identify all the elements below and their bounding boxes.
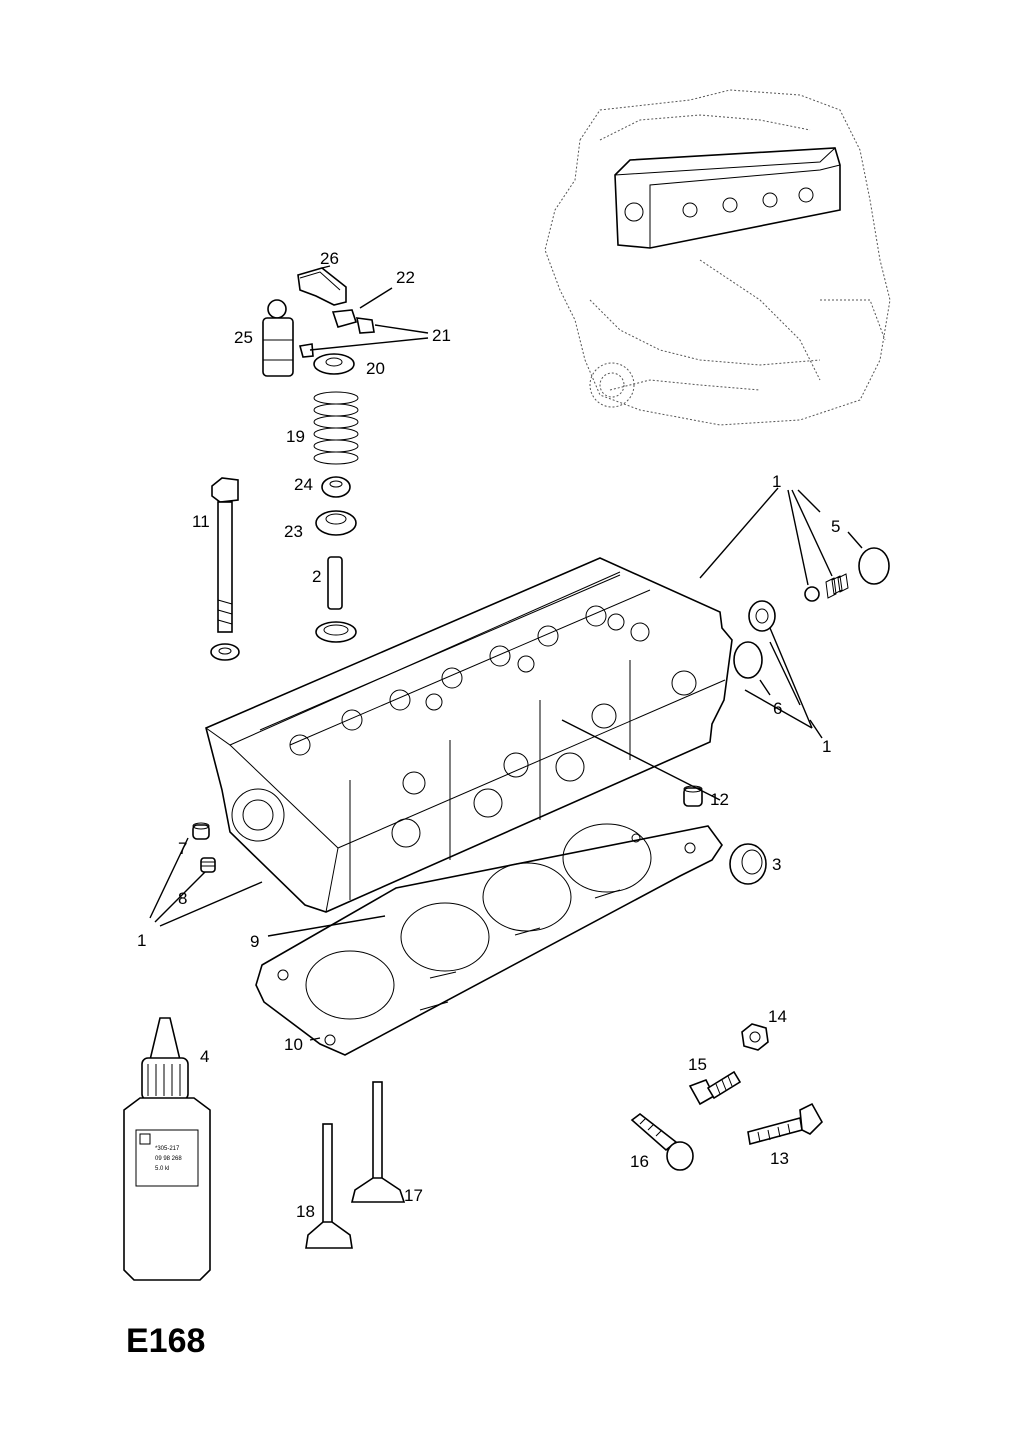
callout-23: 23 [284, 522, 303, 541]
socket-bolt-16 [630, 1112, 694, 1171]
rocker-arm-26 [297, 267, 347, 306]
spring-plug-5 [804, 547, 890, 602]
head-bolt-11 [210, 477, 240, 661]
bottle-label-line-1: *305-217 [155, 1146, 180, 1152]
callout-13: 13 [770, 1149, 789, 1168]
callout-1-top: 1 [772, 472, 781, 491]
sealant-bottle-4 [123, 1017, 211, 1281]
callout-9: 9 [250, 932, 259, 951]
valve-spring-19 [313, 391, 359, 465]
callout-4: 4 [200, 1047, 209, 1066]
dowel-7 [192, 822, 210, 840]
bearing-cap-plug-6 [733, 600, 776, 679]
engine-overview-illustration [544, 89, 891, 426]
callout-19: 19 [286, 427, 305, 446]
bottle-label-line-3: 5.0 kl [155, 1166, 169, 1172]
intake-valve-17 [350, 1081, 406, 1203]
callout-21: 21 [432, 326, 451, 345]
sleeve-12 [683, 785, 703, 807]
callout-2: 2 [312, 567, 321, 586]
countersunk-bolt-13 [747, 1102, 823, 1146]
callout-12: 12 [710, 790, 729, 809]
spring-retainer-20 [313, 353, 355, 375]
callout-25: 25 [234, 328, 253, 347]
diagram-code: E168 [126, 1322, 205, 1360]
hydraulic-lifter-25 [262, 299, 294, 377]
callout-16: 16 [630, 1152, 649, 1171]
valve-stem-seal-24 [321, 476, 351, 498]
callout-6: 6 [773, 699, 782, 718]
callout-1-left: 1 [137, 931, 146, 950]
nut-14 [741, 1023, 769, 1051]
callout-3: 3 [772, 855, 781, 874]
bottle-label-line-2: 09 98 268 [155, 1156, 182, 1162]
callout-7: 7 [178, 839, 187, 858]
callout-18: 18 [296, 1202, 315, 1221]
callout-26: 26 [320, 249, 339, 268]
valve-lock-22 [331, 309, 358, 328]
callout-10: 10 [284, 1035, 303, 1054]
torx-bolt-15 [688, 1070, 742, 1106]
exhaust-valve-18 [305, 1123, 353, 1249]
callout-22: 22 [396, 268, 415, 287]
seal-ring-3 [729, 843, 767, 885]
callout-labels: 26 22 25 21 20 19 24 11 23 2 1 5 6 1 12 … [137, 249, 840, 1221]
leader-lines [149, 265, 863, 1041]
callout-1-right: 1 [822, 737, 831, 756]
plug-8 [200, 857, 216, 873]
valve-guide-2 [315, 556, 357, 643]
callout-24: 24 [294, 475, 313, 494]
head-gasket-10 [255, 823, 723, 1056]
callout-20: 20 [366, 359, 385, 378]
valve-lock-21 [298, 317, 375, 358]
spring-seat-23 [315, 510, 357, 536]
callout-15: 15 [688, 1055, 707, 1074]
cylinder-head-1 [205, 557, 733, 913]
callout-14: 14 [768, 1007, 787, 1026]
callout-11: 11 [192, 512, 210, 531]
callout-17: 17 [404, 1186, 423, 1205]
callout-8: 8 [178, 889, 187, 908]
callout-5: 5 [831, 517, 840, 536]
